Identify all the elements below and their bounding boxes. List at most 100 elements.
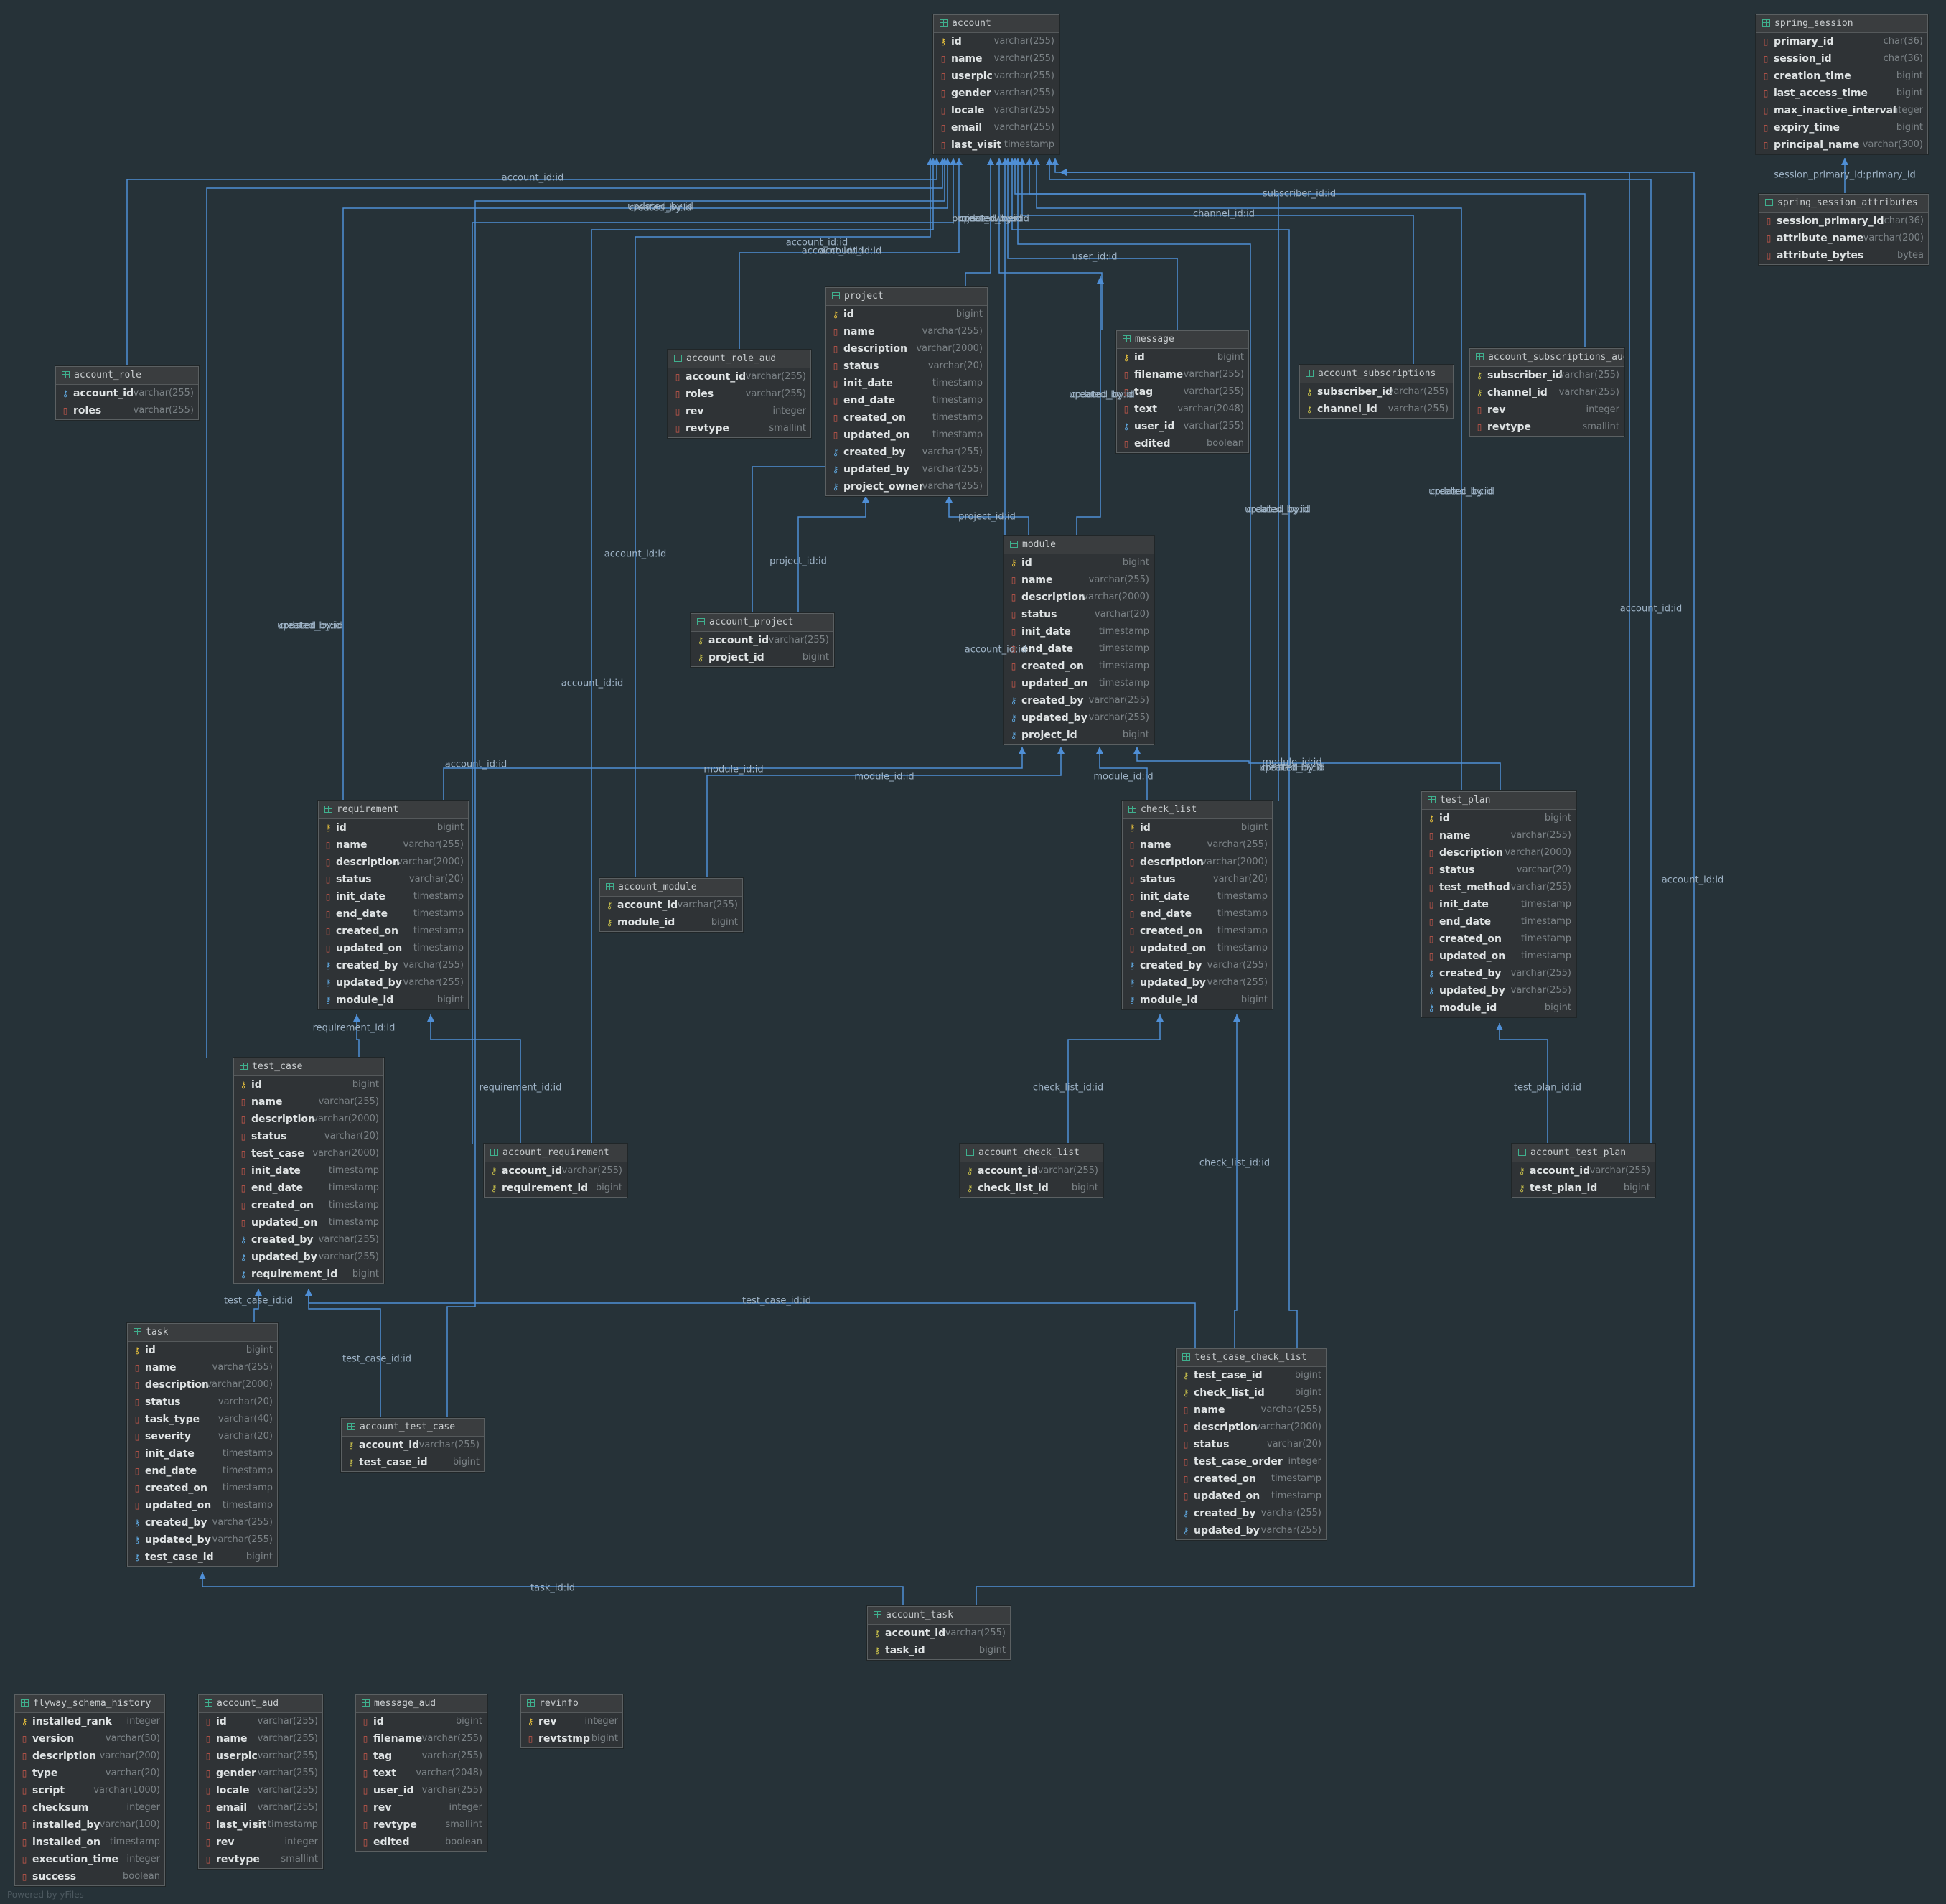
table-header[interactable]: project	[826, 288, 987, 306]
table-spring-session-attributes[interactable]: spring_session_attributes▯session_primar…	[1759, 194, 1929, 265]
table-header[interactable]: spring_session	[1756, 15, 1927, 33]
table-header[interactable]: account_aud	[199, 1695, 322, 1713]
table-header[interactable]: account	[934, 15, 1059, 33]
table-header[interactable]: revinfo	[521, 1695, 622, 1713]
table-header[interactable]: module	[1004, 536, 1154, 554]
table-header[interactable]: account_project	[691, 614, 833, 632]
table-header[interactable]: account_test_case	[342, 1419, 484, 1437]
table-header[interactable]: account_requirement	[485, 1144, 627, 1162]
table-header[interactable]: account_test_plan	[1512, 1144, 1655, 1162]
table-header[interactable]: test_plan	[1422, 792, 1576, 810]
table-header[interactable]: account_subscriptions	[1300, 365, 1453, 383]
table-header[interactable]: account_role_aud	[668, 350, 810, 368]
